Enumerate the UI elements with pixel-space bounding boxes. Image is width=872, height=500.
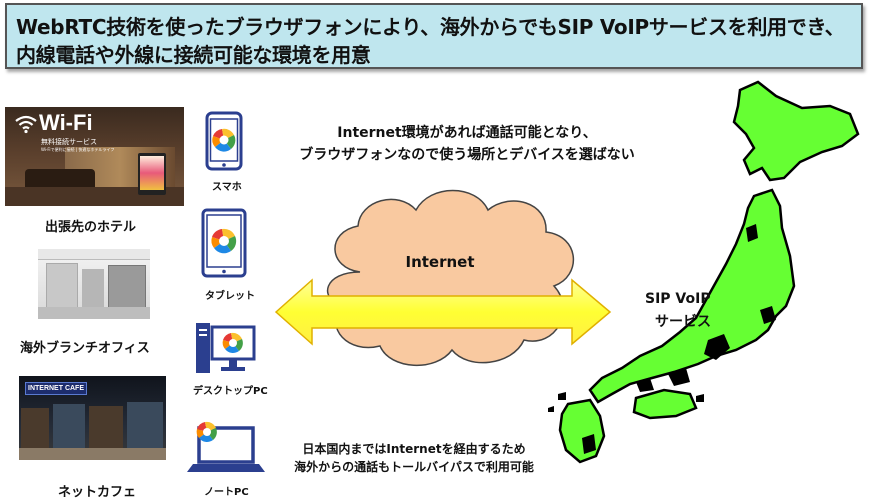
caption-internet-cafe: ネットカフェ — [58, 485, 137, 500]
hotel-photo: Wi-Fi 無料接続サービス Wi-Fiで便利に接続 | 快適なホテルライフ — [5, 107, 184, 206]
device-label-smartphone: スマホ — [212, 182, 242, 193]
title-line-2: 内線電話や外線に接続可能な環境を用意 — [16, 43, 371, 67]
wifi-sub2: Wi-Fiで便利に接続 | 快適なホテルライフ — [41, 147, 115, 152]
double-arrow — [274, 278, 612, 346]
internet-cafe-photo: INTERNET CAFE — [19, 376, 166, 460]
top-note-line-1: Internet環境があれば通話可能となり、 — [337, 125, 597, 141]
caption-hotel: 出張先のホテル — [45, 220, 137, 235]
service-label-line-2: サービス — [655, 314, 711, 330]
caption-office: 海外ブランチオフィス — [20, 341, 150, 356]
device-label-laptop: ノートPC — [204, 487, 249, 498]
cloud-label: Internet — [405, 253, 475, 271]
bottom-note-line-2: 海外からの通話もトールバイパスで利用可能 — [294, 460, 534, 474]
japan-map — [548, 80, 860, 464]
tablet-icon — [201, 208, 247, 278]
desktop-pc-icon — [196, 323, 256, 373]
office-photo — [38, 249, 150, 319]
top-note-line-2: ブラウザフォンなので使う場所とデバイスを選ばない — [299, 147, 635, 163]
smartphone-icon — [205, 111, 243, 171]
device-label-tablet: タブレット — [205, 291, 255, 302]
wifi-sub1: 無料接続サービス — [41, 138, 97, 146]
device-label-desktop-pc: デスクトップPC — [193, 386, 268, 397]
wifi-icon — [15, 115, 37, 134]
wifi-text: Wi-Fi — [39, 110, 93, 135]
title-line-1: WebRTC技術を使ったブラウザフォンにより、海外からでもSIP VoIPサービ… — [16, 15, 845, 39]
title-banner: WebRTC技術を使ったブラウザフォンにより、海外からでもSIP VoIPサービ… — [5, 3, 863, 69]
bottom-note-line-1: 日本国内まではInternetを経由するため — [302, 442, 526, 456]
laptop-icon — [187, 421, 265, 472]
service-label-line-1: SIP VoIP — [645, 291, 711, 307]
cafe-sign: INTERNET CAFE — [25, 382, 87, 395]
